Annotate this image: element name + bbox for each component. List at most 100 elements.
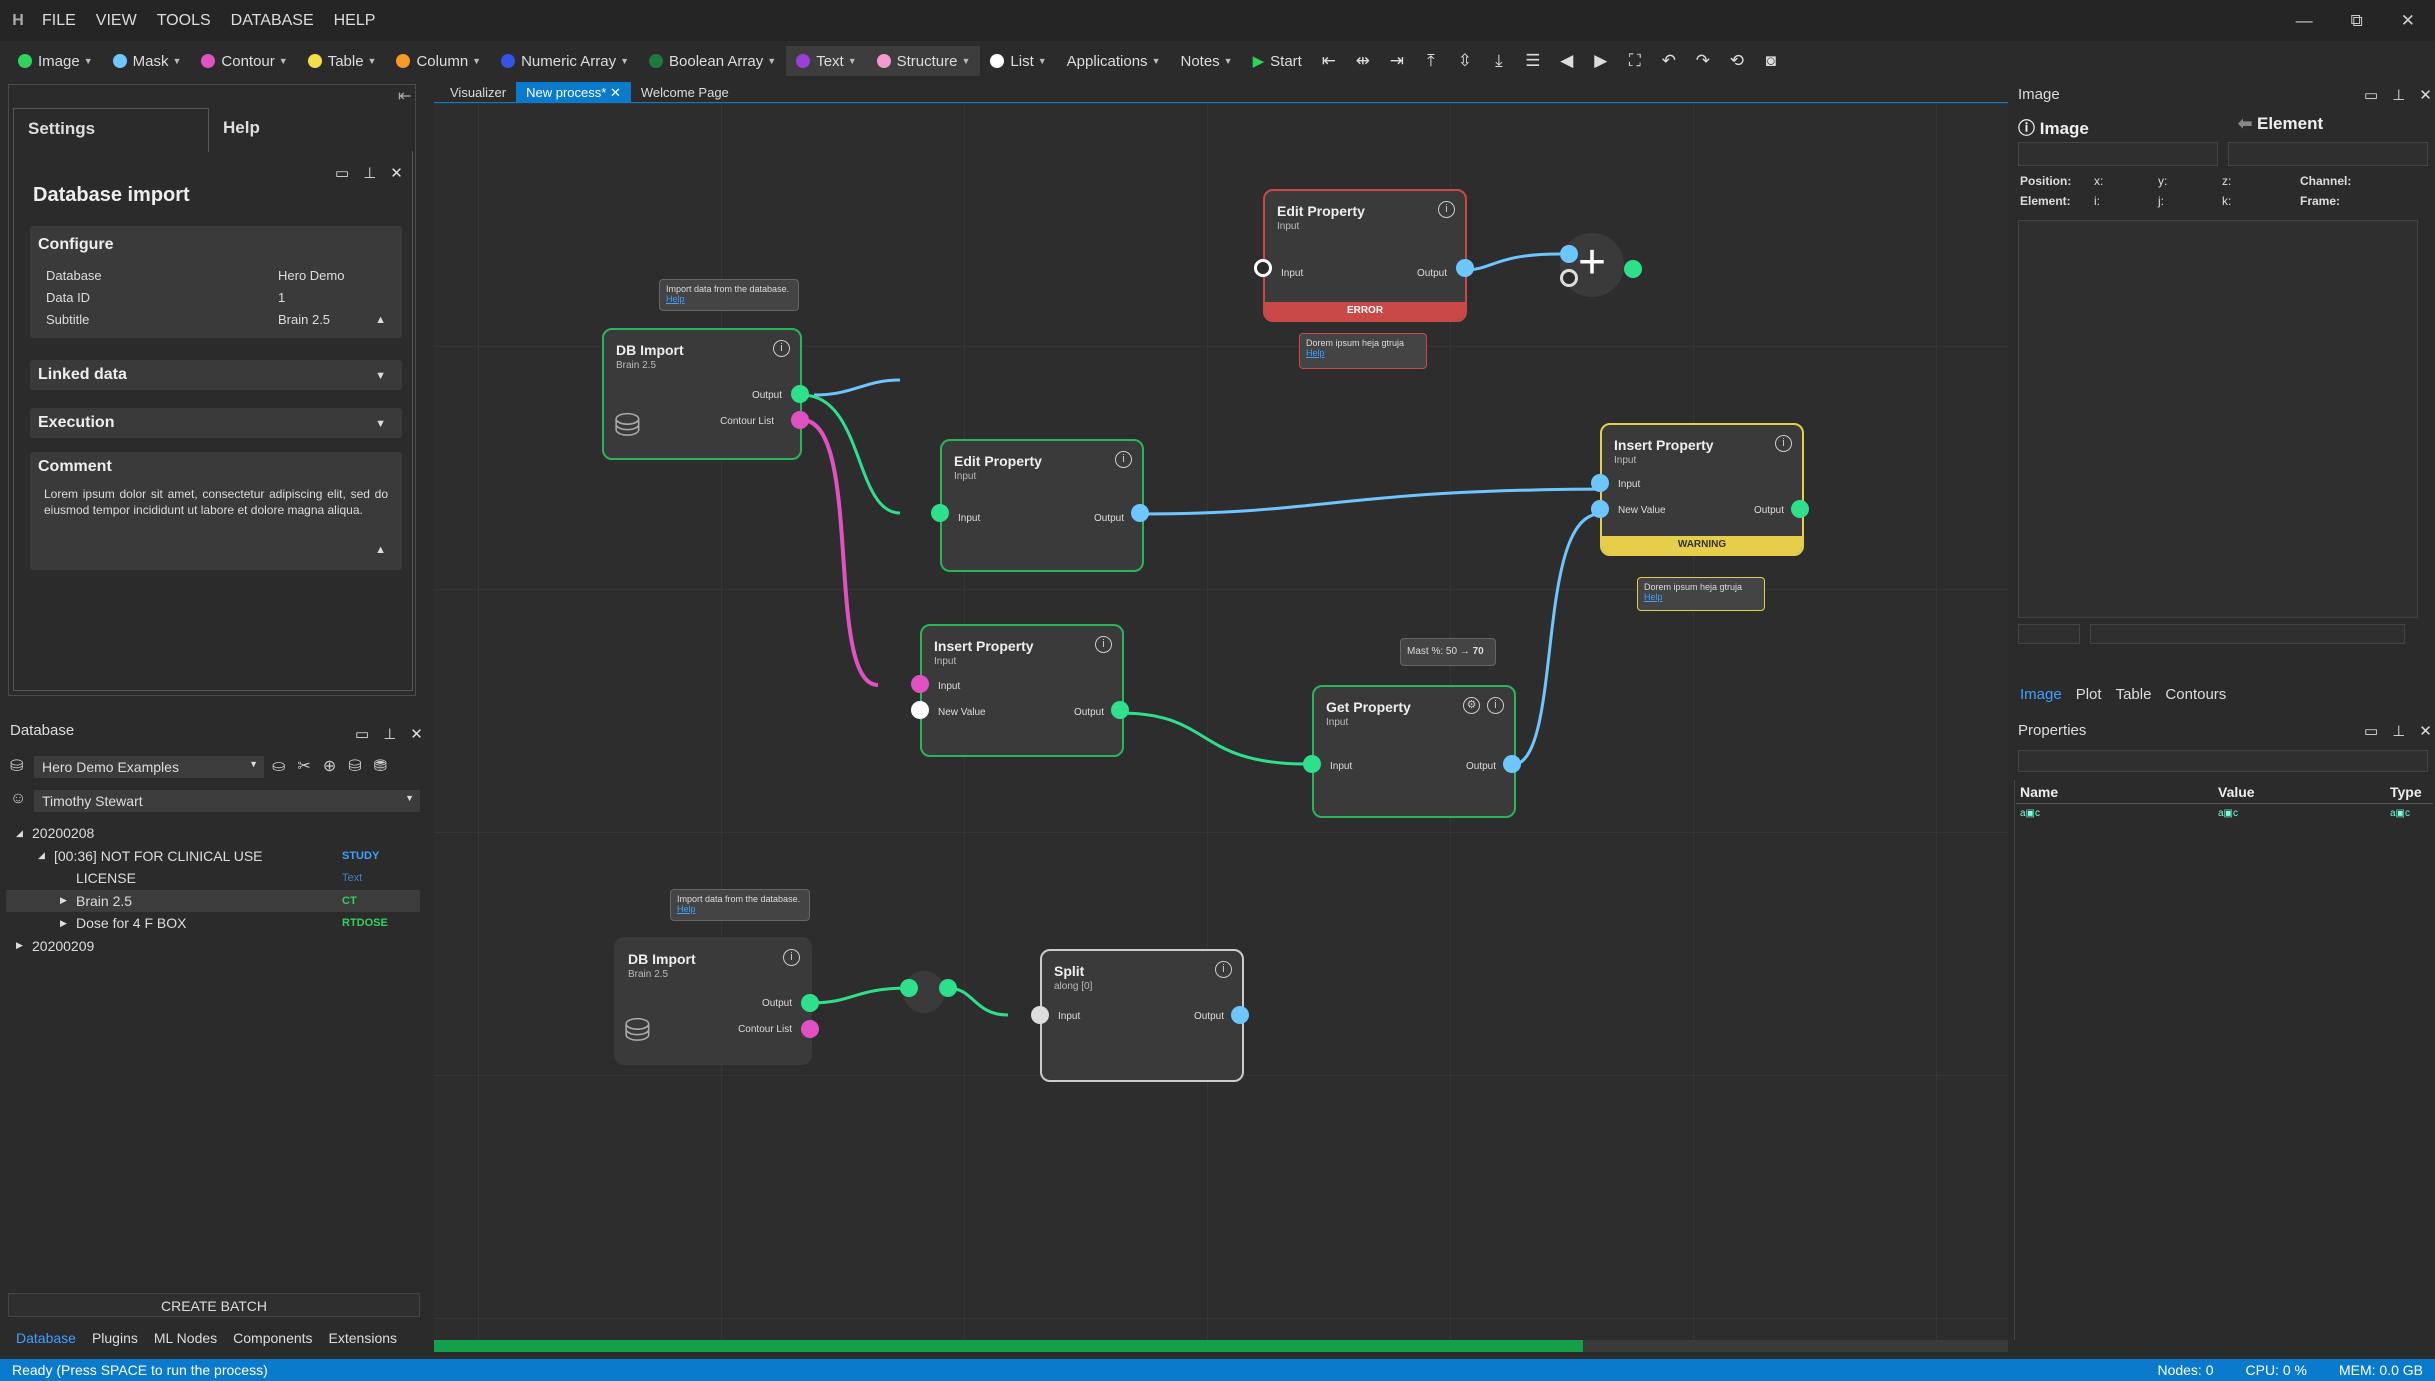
collapse-left-icon[interactable]: ◀: [1560, 51, 1574, 70]
execution-section[interactable]: Execution ▼: [30, 408, 402, 438]
tree-item[interactable]: ◢20200208: [16, 825, 95, 842]
window-icon[interactable]: ▭: [335, 165, 350, 182]
node-insert-property[interactable]: Insert Property Input i Input New Value …: [920, 624, 1124, 757]
input-port[interactable]: [911, 701, 929, 719]
restore-icon[interactable]: ⧉: [2350, 10, 2363, 30]
expand-icon[interactable]: ▶: [16, 940, 23, 951]
create-batch-button[interactable]: CREATE BATCH: [8, 1293, 420, 1317]
align-left-icon[interactable]: ⇤: [1321, 51, 1336, 70]
image-viewer[interactable]: [2018, 220, 2418, 618]
pin-icon[interactable]: ⊥: [363, 165, 377, 182]
toolbar-contour[interactable]: Contour▼: [191, 46, 297, 76]
remove-database-icon[interactable]: ⛃: [373, 758, 388, 775]
pin-icon[interactable]: ⊥: [2392, 87, 2406, 104]
info-icon[interactable]: i: [1115, 451, 1132, 468]
image-tab[interactable]: ⓘ Image: [2018, 119, 2089, 138]
configure-header[interactable]: Configure: [38, 236, 114, 253]
filter-icon[interactable]: a▣c: [2020, 808, 2041, 819]
element-select[interactable]: [2228, 142, 2428, 166]
slice-scrollbar[interactable]: [2090, 624, 2405, 644]
tab-settings[interactable]: Settings: [13, 108, 209, 152]
collapse-up-icon[interactable]: ▲: [375, 314, 386, 326]
slice-select[interactable]: [2018, 624, 2080, 644]
info-icon[interactable]: i: [1438, 201, 1455, 218]
tab-plugins[interactable]: Plugins: [91, 1330, 138, 1346]
output-port[interactable]: [1503, 755, 1521, 773]
menu-database[interactable]: DATABASE: [230, 11, 314, 29]
add-node-icon[interactable]: +: [1560, 233, 1624, 297]
output-port[interactable]: [801, 994, 819, 1012]
help-link[interactable]: Help: [666, 294, 685, 304]
output-port[interactable]: [1791, 500, 1809, 518]
config-value[interactable]: 1: [278, 289, 286, 305]
tab-extensions[interactable]: Extensions: [328, 1330, 398, 1346]
info-icon[interactable]: i: [1775, 435, 1792, 452]
input-port[interactable]: [1560, 269, 1578, 287]
element-tab[interactable]: ⬅ Element: [2238, 114, 2324, 133]
expand-icon[interactable]: ▼: [375, 370, 386, 382]
minimize-icon[interactable]: —: [2295, 10, 2313, 30]
toolbar-column[interactable]: Column▼: [386, 46, 491, 76]
close-icon[interactable]: ✕: [390, 165, 403, 182]
toolbar-applications[interactable]: Applications▼: [1066, 52, 1161, 70]
window-icon[interactable]: ▭: [2364, 87, 2379, 104]
toolbar-structure[interactable]: Structure▼: [866, 46, 981, 76]
toolbar-notes[interactable]: Notes▼: [1180, 52, 1233, 70]
camera-icon[interactable]: ◙: [1765, 51, 1776, 70]
input-port[interactable]: [911, 675, 929, 693]
align-top-icon[interactable]: ⤒: [1427, 51, 1435, 70]
info-icon[interactable]: i: [783, 949, 800, 966]
expand-icon[interactable]: ◢: [16, 827, 23, 838]
pin-icon[interactable]: ⊥: [2392, 723, 2406, 740]
tab-new-process[interactable]: New process* ✕: [516, 82, 631, 104]
node-db-import[interactable]: DB Import Brain 2.5 i Output Contour Lis…: [602, 328, 802, 460]
output-port[interactable]: [939, 979, 957, 997]
node-get-property[interactable]: Get Property Input ⚙ i Input Output: [1312, 685, 1516, 818]
reset-icon[interactable]: ⟲: [1729, 51, 1744, 70]
database-select[interactable]: Hero Demo Examples▼: [34, 756, 264, 778]
input-port[interactable]: [900, 979, 918, 997]
tab-image[interactable]: Image: [2020, 686, 2062, 703]
input-port[interactable]: [1591, 474, 1609, 492]
align-right-icon[interactable]: ⇥: [1389, 51, 1404, 70]
save-icon[interactable]: ⛀: [272, 758, 286, 775]
close-icon[interactable]: ✕: [2400, 10, 2415, 30]
start-button[interactable]: ▶Start: [1252, 52, 1302, 71]
filter-icon[interactable]: a▣c: [2218, 808, 2239, 819]
tab-components[interactable]: Components: [233, 1330, 313, 1346]
input-port[interactable]: [1031, 1006, 1049, 1024]
add-data-icon[interactable]: ⊕: [322, 758, 337, 775]
collapse-up-icon[interactable]: ▲: [375, 544, 386, 556]
input-port[interactable]: [1591, 500, 1609, 518]
toolbar-text[interactable]: Text▼: [786, 46, 867, 76]
node-insert-property-warning[interactable]: Insert Property Input i Input New Value …: [1600, 423, 1804, 556]
output-port[interactable]: [1231, 1006, 1249, 1024]
menu-tools[interactable]: TOOLS: [156, 11, 211, 29]
help-link[interactable]: Help: [1306, 348, 1325, 358]
user-select[interactable]: Timothy Stewart▼: [34, 790, 420, 812]
output-port[interactable]: [1456, 259, 1474, 277]
output-port[interactable]: [791, 385, 809, 403]
info-icon[interactable]: i: [1215, 961, 1232, 978]
config-value[interactable]: Brain 2.5: [278, 311, 331, 327]
tools-icon[interactable]: ✂: [297, 758, 311, 775]
help-link[interactable]: Help: [677, 904, 696, 914]
align-center-h-icon[interactable]: ⇹: [1355, 51, 1370, 70]
toolbar-image[interactable]: Image▼: [8, 46, 103, 76]
contour-port[interactable]: [791, 411, 809, 429]
window-icon[interactable]: ▭: [355, 726, 370, 743]
tab-welcome-page[interactable]: Welcome Page: [640, 85, 729, 100]
menu-view[interactable]: VIEW: [95, 11, 137, 29]
pin-icon[interactable]: ⊥: [383, 726, 397, 743]
expand-icon[interactable]: ▶: [60, 917, 67, 928]
output-port[interactable]: [1624, 260, 1642, 278]
output-port[interactable]: [1111, 701, 1129, 719]
tab-table[interactable]: Table: [2115, 686, 2152, 703]
column-value[interactable]: Value: [2218, 784, 2255, 800]
close-icon[interactable]: ✕: [410, 726, 423, 743]
output-port[interactable]: [1131, 504, 1149, 522]
tree-item[interactable]: ▶20200209: [16, 937, 95, 954]
